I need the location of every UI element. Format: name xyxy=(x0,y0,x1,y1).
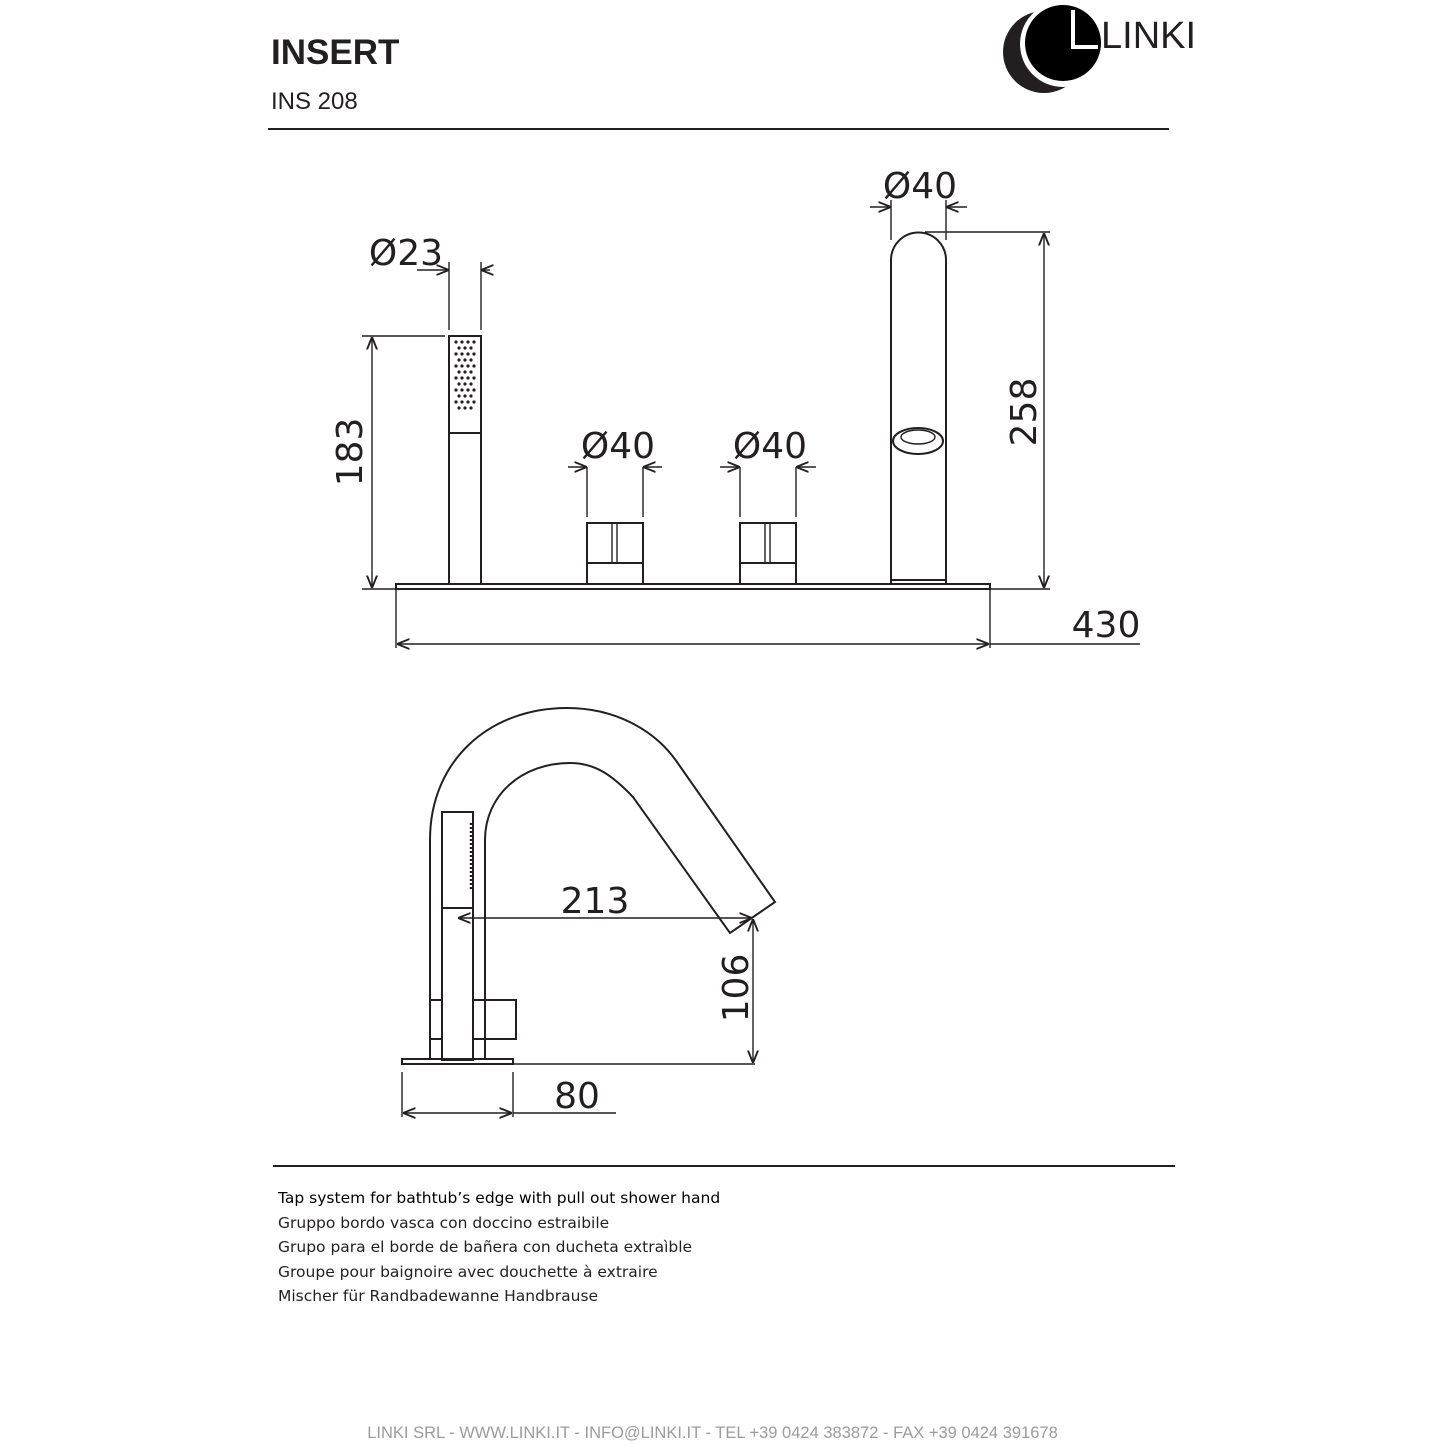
nozzle-dot xyxy=(469,406,473,410)
nozzle-dot xyxy=(460,376,464,380)
nozzle-dot xyxy=(463,394,467,398)
nozzle-dot xyxy=(460,364,464,368)
nozzle-dot xyxy=(472,352,476,356)
nozzle-dot xyxy=(469,382,473,386)
product-code: INS 208 xyxy=(271,88,358,115)
product-description: Tap system for bathtub’s edge with pull … xyxy=(278,1186,720,1309)
nozzle-dot xyxy=(454,352,458,356)
description-fr: Groupe pour baignoire avec douchette à e… xyxy=(278,1262,658,1281)
spout-profile xyxy=(429,706,777,1060)
nozzle-dot xyxy=(463,406,467,410)
nozzle-dot xyxy=(454,364,458,368)
nozzle-dot xyxy=(460,400,464,404)
nozzle-dot xyxy=(466,364,470,368)
nozzle-dot xyxy=(463,358,467,362)
description-divider xyxy=(273,1165,1175,1167)
dim-hand-shower-height: 183 xyxy=(330,418,371,487)
nozzle-dot xyxy=(466,352,470,356)
dim-side-spout-height: 106 xyxy=(716,954,757,1023)
dim-projection: 213 xyxy=(561,881,630,922)
nozzle-dot xyxy=(463,382,467,386)
nozzle-dot xyxy=(460,340,464,344)
nozzle-dot xyxy=(466,388,470,392)
dim-total-width: 430 xyxy=(1072,605,1141,646)
nozzle-dot xyxy=(466,400,470,404)
nozzle-dot xyxy=(454,340,458,344)
nozzle-dot xyxy=(466,340,470,344)
nozzle-dot xyxy=(457,406,461,410)
nozzle-dot xyxy=(472,364,476,368)
dim-spout-diameter: Ø40 xyxy=(883,166,957,207)
dim-hand-shower-diameter: Ø23 xyxy=(369,233,443,274)
side-knob xyxy=(472,999,517,1040)
dim-knob-left-diameter: Ø40 xyxy=(581,426,655,467)
nozzle-dot xyxy=(457,370,461,374)
nozzle-dot xyxy=(457,346,461,350)
nozzle-dot xyxy=(463,346,467,350)
nozzle-dot xyxy=(472,400,476,404)
spout xyxy=(890,231,947,584)
nozzle-dot xyxy=(469,358,473,362)
description-es: Grupo para el borde de bañera con duchet… xyxy=(278,1238,693,1256)
nozzle-dot xyxy=(472,388,476,392)
nozzle-dot xyxy=(457,382,461,386)
nozzle-dot xyxy=(472,376,476,380)
knob-left xyxy=(586,522,644,585)
description-de: Mischer für Randbadewanne Handbrause xyxy=(278,1287,599,1305)
dim-knob-right-diameter: Ø40 xyxy=(733,426,807,467)
nozzle-dot xyxy=(463,370,467,374)
nozzle-dot xyxy=(469,394,473,398)
product-title: INSERT xyxy=(271,33,400,72)
nozzle-dot xyxy=(454,388,458,392)
description-it: Gruppo bordo vasca con doccino estraibil… xyxy=(278,1213,610,1232)
front-view: Ø23 183 Ø40 Ø40 Ø40 258 430 xyxy=(330,166,1140,648)
header-divider xyxy=(268,128,1169,130)
linki-logo: LINKI xyxy=(1003,1,1196,93)
nozzle-dot xyxy=(460,352,464,356)
nozzle-dot xyxy=(454,400,458,404)
nozzle-dot xyxy=(469,370,473,374)
side-base-plate xyxy=(401,1058,514,1065)
nozzle-dot xyxy=(469,346,473,350)
nozzle-dot xyxy=(457,394,461,398)
nozzle-dot xyxy=(457,358,461,362)
nozzle-dot xyxy=(460,388,464,392)
footer-contact: LINKI SRL - WWW.LINKI.IT - INFO@LINKI.IT… xyxy=(367,1424,1058,1442)
description-en: Tap system for bathtub’s edge with pull … xyxy=(278,1189,721,1207)
side-view: 213 106 80 xyxy=(401,706,777,1117)
knob-right xyxy=(739,522,797,585)
logo-text: LINKI xyxy=(1101,15,1196,57)
base-plate xyxy=(395,583,991,590)
dim-spout-height: 258 xyxy=(1004,378,1045,447)
nozzle-dot xyxy=(472,340,476,344)
dim-base-depth: 80 xyxy=(554,1076,600,1117)
side-hand-shower xyxy=(441,811,474,1061)
nozzle-dot xyxy=(466,376,470,380)
hand-shower xyxy=(448,335,482,585)
nozzle-dot xyxy=(454,376,458,380)
